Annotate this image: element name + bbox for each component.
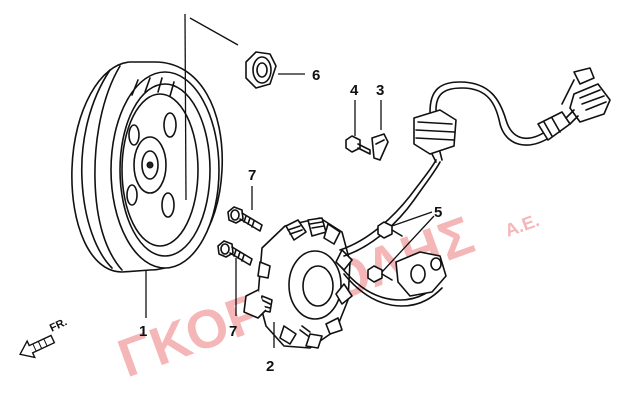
arrow-down-left-icon <box>19 334 56 359</box>
callout-2[interactable]: 2 <box>266 358 274 375</box>
bolt-7-upper[interactable] <box>227 206 263 232</box>
watermark-suffix: Α.Ε. <box>502 210 542 241</box>
callout-3[interactable]: 3 <box>376 82 384 99</box>
wiring-harness[interactable] <box>339 67 611 307</box>
rim-marks <box>131 77 175 97</box>
fr-label: FR. <box>48 316 69 334</box>
callout-5[interactable]: 5 <box>434 204 442 221</box>
axis-line-nut <box>189 17 239 46</box>
leader-5a <box>391 211 433 227</box>
flywheel-rotor[interactable] <box>71 61 223 273</box>
callout-6[interactable]: 6 <box>312 67 320 84</box>
screw-5-upper[interactable] <box>377 221 403 239</box>
bolt-4[interactable] <box>345 135 371 155</box>
callout-7-bottom[interactable]: 7 <box>229 323 237 340</box>
axis-line <box>184 13 187 201</box>
flange-nut[interactable] <box>245 51 277 89</box>
front-direction-marker: FR. <box>19 316 69 359</box>
screw-5-lower[interactable] <box>367 265 393 283</box>
callout-1[interactable]: 1 <box>139 323 147 340</box>
leader-5b <box>381 215 435 273</box>
stator[interactable] <box>243 217 353 349</box>
callout-4[interactable]: 4 <box>350 82 359 99</box>
bolt-7-lower[interactable] <box>217 240 253 266</box>
stator-coils <box>257 217 353 349</box>
callout-7-top[interactable]: 7 <box>248 167 256 184</box>
clip-3[interactable] <box>371 133 389 161</box>
